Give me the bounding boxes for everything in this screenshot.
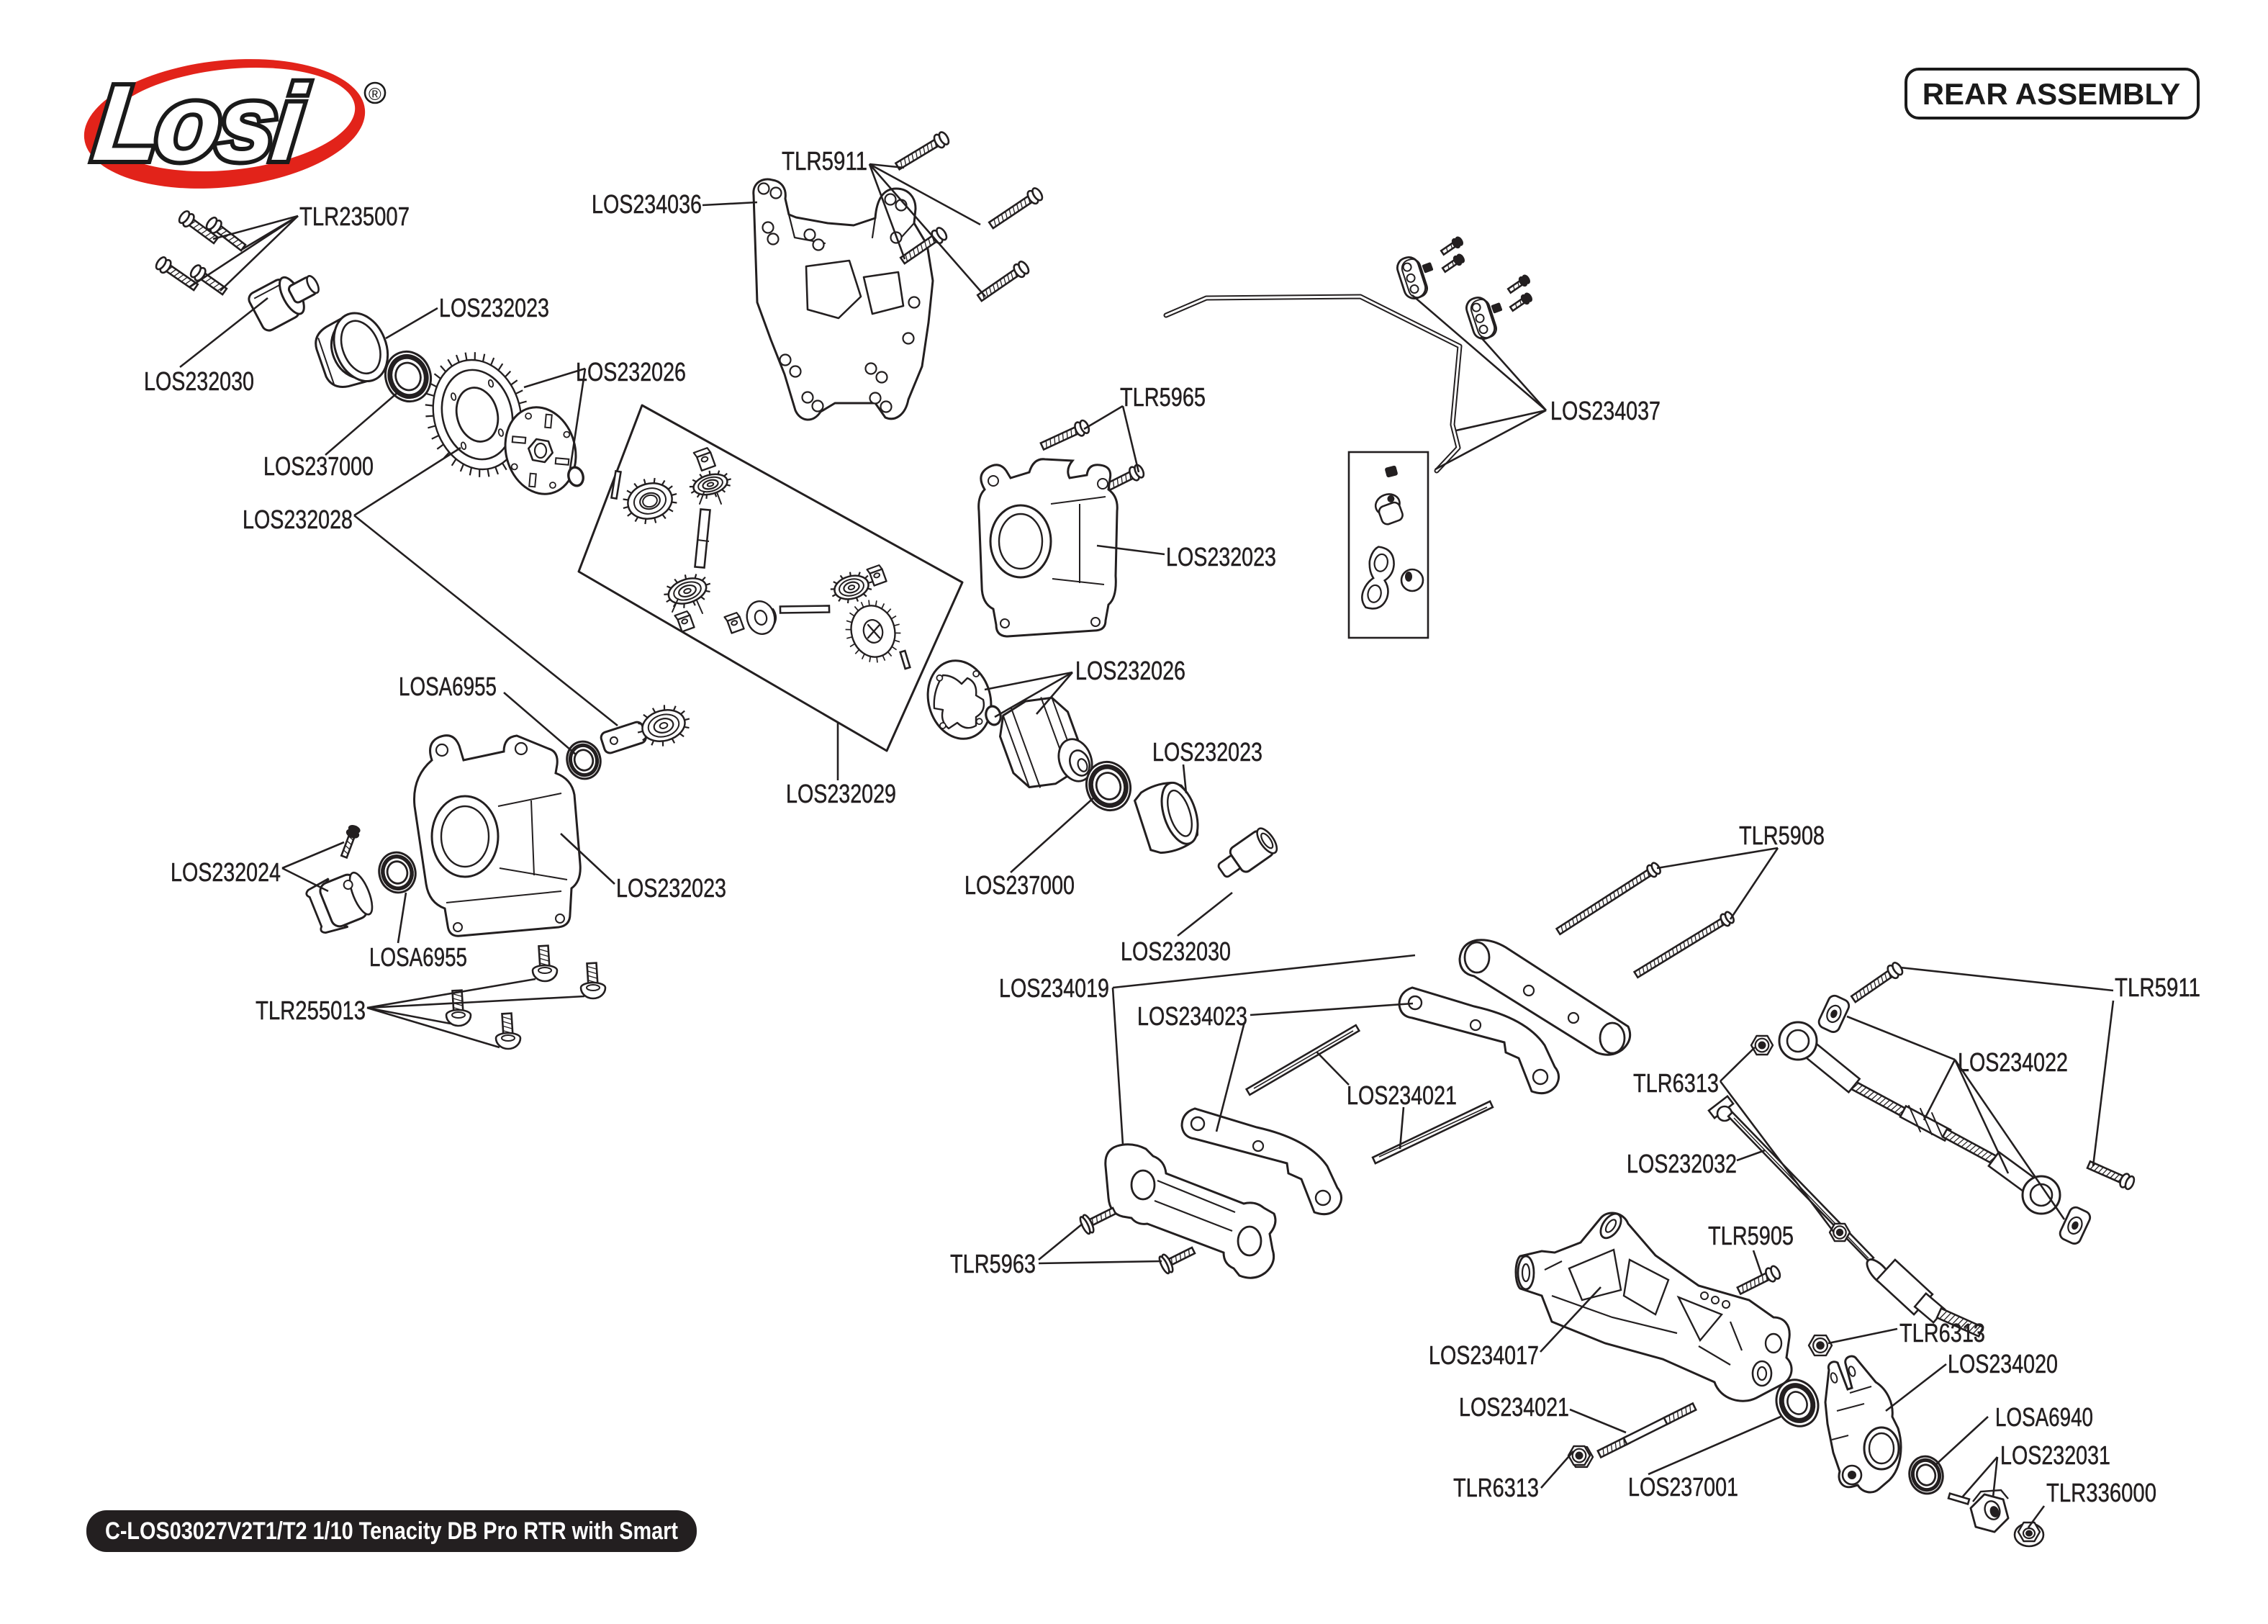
svg-text:LOS232028: LOS232028: [243, 505, 353, 534]
svg-text:TLR235007: TLR235007: [299, 202, 410, 231]
svg-text:LOS234022: LOS234022: [1958, 1047, 2068, 1077]
svg-text:TLR6313: TLR6313: [1453, 1473, 1539, 1502]
svg-text:LOS232032: LOS232032: [1627, 1149, 1737, 1178]
svg-text:TLR255013: TLR255013: [256, 996, 366, 1025]
svg-text:C-LOS03027V2T1/T2 1/10 Tenacit: C-LOS03027V2T1/T2 1/10 Tenacity DB Pro R…: [105, 1517, 678, 1545]
svg-text:LOS234017: LOS234017: [1429, 1340, 1539, 1370]
svg-text:LOS232026: LOS232026: [576, 357, 686, 387]
svg-text:TLR5965: TLR5965: [1120, 382, 1206, 412]
svg-text:TLR336000: TLR336000: [2046, 1478, 2156, 1507]
svg-text:LOS232031: LOS232031: [2000, 1440, 2110, 1470]
svg-text:LOS234036: LOS234036: [592, 189, 702, 219]
svg-text:LOS232023: LOS232023: [439, 293, 549, 322]
svg-text:LOS232023: LOS232023: [1166, 542, 1276, 572]
svg-text:REAR ASSEMBLY: REAR ASSEMBLY: [1923, 77, 2181, 111]
svg-text:LOS234020: LOS234020: [1948, 1349, 2058, 1379]
svg-text:LOSA6940: LOSA6940: [1995, 1402, 2093, 1432]
svg-text:LOS232029: LOS232029: [786, 779, 896, 808]
svg-text:TLR5911: TLR5911: [2115, 973, 2200, 1002]
svg-text:LOSA6955: LOSA6955: [399, 672, 497, 701]
svg-text:LOS232030: LOS232030: [144, 366, 254, 396]
svg-text:LOS232026: LOS232026: [1075, 656, 1185, 685]
svg-text:LOS237001: LOS237001: [1628, 1472, 1738, 1502]
svg-text:LOS234021: LOS234021: [1347, 1081, 1457, 1110]
svg-text:LOS234019: LOS234019: [999, 973, 1109, 1003]
svg-text:®: ®: [369, 85, 381, 104]
svg-text:TLR5908: TLR5908: [1739, 821, 1825, 850]
svg-text:LOS232023: LOS232023: [616, 873, 726, 903]
svg-text:TLR5911: TLR5911: [782, 146, 867, 176]
svg-text:LOS237000: LOS237000: [964, 870, 1075, 900]
svg-text:LOS234023: LOS234023: [1137, 1001, 1247, 1031]
svg-text:LOS234021: LOS234021: [1459, 1392, 1569, 1422]
svg-text:TLR6313: TLR6313: [1633, 1068, 1719, 1098]
svg-text:LOS237000: LOS237000: [263, 451, 374, 481]
svg-text:TLR6313: TLR6313: [1899, 1318, 1985, 1348]
svg-text:TLR5905: TLR5905: [1708, 1221, 1794, 1250]
svg-text:TLR5963: TLR5963: [950, 1249, 1036, 1278]
svg-text:LOS234037: LOS234037: [1550, 396, 1661, 425]
svg-text:LOS232030: LOS232030: [1121, 937, 1231, 966]
svg-text:LOS232023: LOS232023: [1152, 737, 1262, 767]
svg-text:LOS232024: LOS232024: [171, 857, 281, 887]
svg-text:Losi: Losi: [89, 64, 311, 183]
svg-text:LOSA6955: LOSA6955: [369, 942, 467, 972]
